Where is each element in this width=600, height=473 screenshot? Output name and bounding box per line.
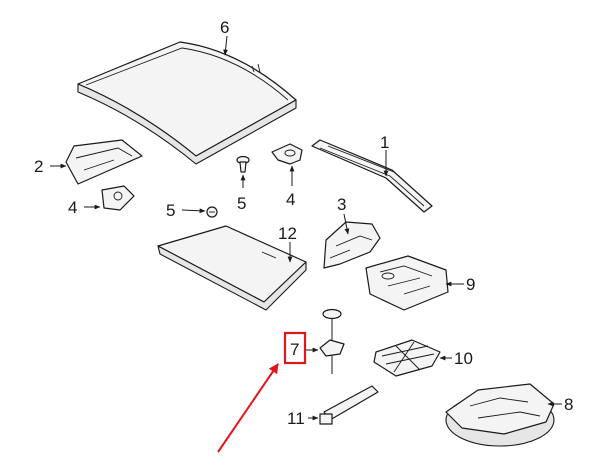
callout-9: 9 — [466, 275, 475, 294]
callout-2: 2 — [34, 157, 43, 176]
callout-5b: 5 — [237, 194, 246, 213]
leader-5a — [181, 208, 206, 214]
part-7-wing-bolt — [319, 308, 345, 374]
callout-1: 1 — [380, 133, 389, 152]
red-pointer-arrow — [217, 363, 279, 453]
part-2-side-trim — [65, 139, 143, 185]
callout-12: 12 — [278, 224, 297, 243]
part-12-cargo-cover — [157, 225, 307, 311]
part-10-scissor-jack — [373, 339, 441, 377]
callout-5a: 5 — [166, 201, 175, 220]
callout-8: 8 — [564, 395, 573, 414]
callout-7-highlight-box — [283, 331, 307, 365]
part-9-tool-tray — [365, 255, 449, 311]
part-6-cargo-floor-panel — [77, 41, 297, 165]
part-5-clip-upper — [236, 155, 250, 173]
callout-11: 11 — [287, 409, 305, 428]
callout-4a: 4 — [68, 198, 77, 217]
part-3-side-bracket — [323, 221, 381, 269]
part-4-bracket-right — [271, 143, 303, 165]
part-8-foam-insert — [445, 383, 555, 447]
part-4-bracket-left — [101, 185, 135, 211]
leader-3 — [343, 213, 350, 235]
part-1-sill-plate — [311, 139, 433, 213]
part-5-screw-lower — [206, 206, 218, 218]
callout-10: 10 — [454, 349, 473, 368]
callout-4b: 4 — [286, 190, 295, 209]
part-11-lug-wrench — [319, 385, 379, 425]
leader-6 — [223, 35, 228, 56]
callout-6: 6 — [220, 18, 229, 37]
callout-3: 3 — [337, 195, 346, 214]
callout-7: 7 — [290, 340, 299, 359]
